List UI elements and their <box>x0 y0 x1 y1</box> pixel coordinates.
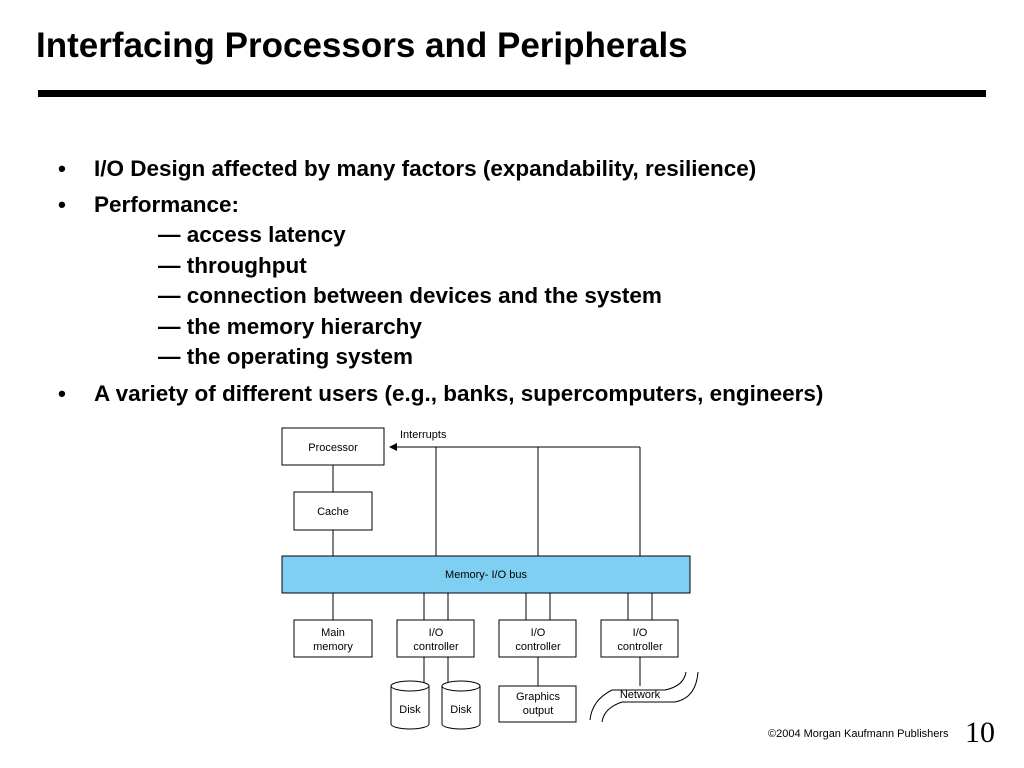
network-curves <box>589 671 699 723</box>
disk-label-2: Disk <box>450 704 472 716</box>
bullet-marker: • <box>58 380 66 406</box>
io-controller-1-line2: controller <box>413 641 459 653</box>
io-controller-3-line1: I/O <box>633 627 648 639</box>
bullet-text: I/O Design affected by many factors (exp… <box>94 156 757 181</box>
graphics-label-line1: Graphics <box>516 691 561 703</box>
main-memory-label-line1: Main <box>321 627 345 639</box>
performance-sub-list: — access latency — throughput — connecti… <box>58 220 662 373</box>
sub-item-operating-system: — the operating system <box>158 344 414 369</box>
io-controller-2-line1: I/O <box>531 627 546 639</box>
disk-label-1: Disk <box>399 704 421 716</box>
title-rule <box>38 90 986 97</box>
graphics-output-box <box>498 685 577 723</box>
disk-cylinder-1 <box>390 680 430 730</box>
sub-item-throughput: — throughput <box>158 252 307 278</box>
cache-label: Cache <box>317 506 349 518</box>
processor-label: Processor <box>308 442 358 454</box>
io-controller-3-line2: controller <box>617 641 663 653</box>
io-controller-box-1 <box>396 619 475 658</box>
bullet-marker: • <box>58 192 66 217</box>
sub-item-access-latency: — access latency <box>158 222 346 247</box>
io-controller-box-3 <box>600 619 679 658</box>
network-label: Network <box>620 689 661 701</box>
bus-label: Memory- I/O bus <box>445 569 527 581</box>
main-memory-label-line2: memory <box>313 641 353 653</box>
processor-box <box>281 427 385 466</box>
slide-title: Interfacing Processors and Peripherals <box>36 26 688 65</box>
bullet-marker: • <box>58 156 66 181</box>
bullet-list: • I/O Design affected by many factors (e… <box>58 154 823 415</box>
bullet-text: A variety of different users (e.g., bank… <box>94 380 824 406</box>
disk-cylinder-2 <box>441 680 481 730</box>
copyright-footer: ©2004 Morgan Kaufmann Publishers <box>768 728 949 740</box>
io-controller-1-line1: I/O <box>429 627 444 639</box>
memory-io-bus <box>281 555 691 594</box>
io-controller-2-line2: controller <box>515 641 561 653</box>
page-number: 10 <box>965 716 995 749</box>
cache-box <box>293 491 373 531</box>
bullet-users: • A variety of different users (e.g., ba… <box>58 379 823 415</box>
bullet-text: Performance: <box>94 192 240 217</box>
sub-item-connection: — connection between devices and the sys… <box>158 283 662 308</box>
main-memory-box <box>293 619 373 658</box>
graphics-label-line2: output <box>523 705 554 717</box>
interrupts-label: Interrupts <box>400 429 447 441</box>
bullet-performance: • Performance: <box>58 190 662 226</box>
io-controller-box-2 <box>498 619 577 658</box>
bullet-io-design: • I/O Design affected by many factors (e… <box>58 154 756 190</box>
sub-item-memory-hierarchy: — the memory hierarchy <box>158 313 422 339</box>
